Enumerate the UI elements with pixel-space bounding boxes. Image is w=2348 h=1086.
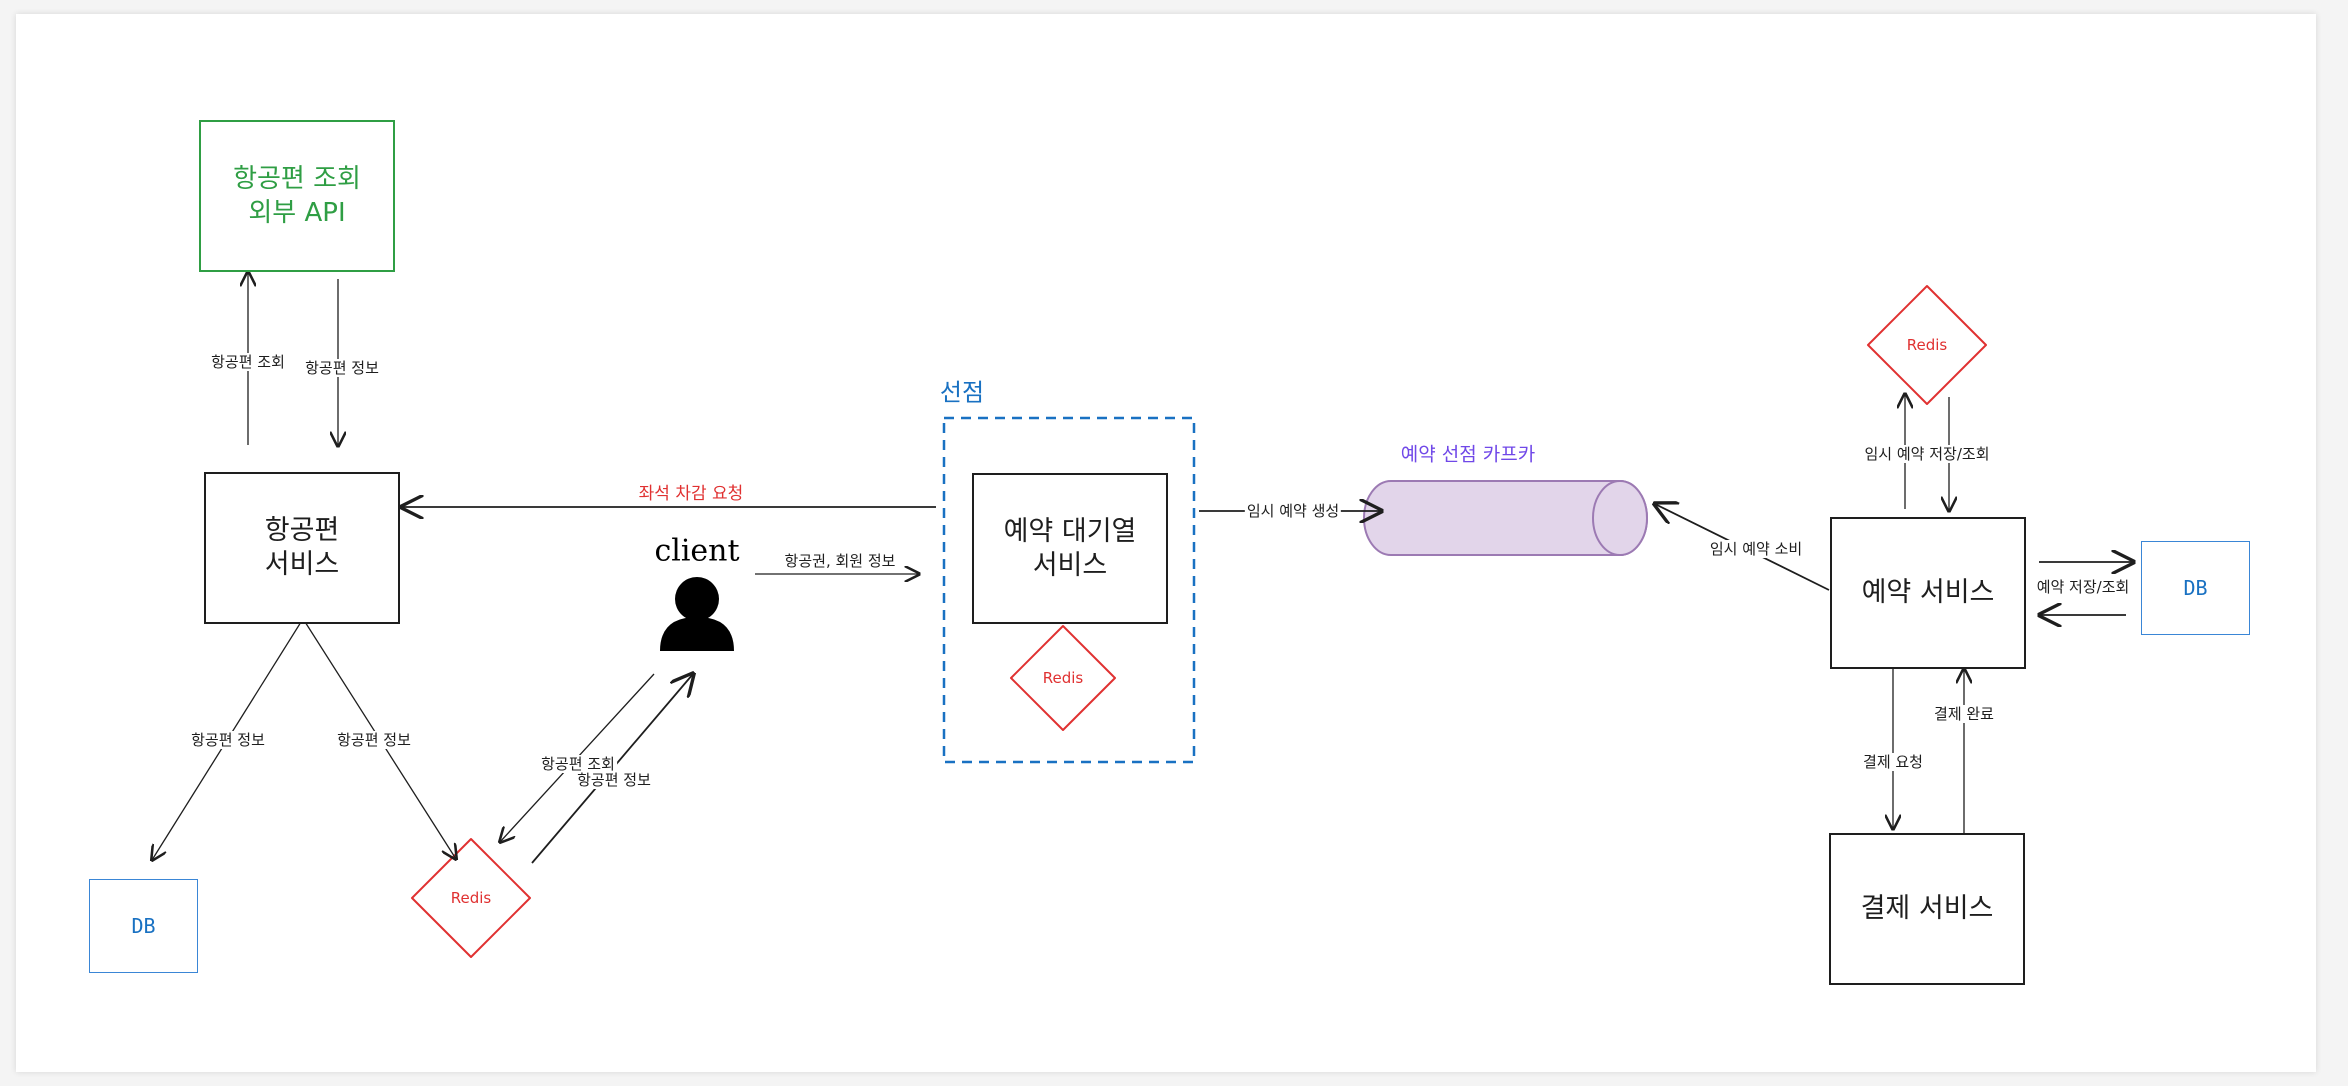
edge-label-pay-request: 결제 요청 [1861, 753, 1925, 771]
redis-right-label: Redis [1906, 336, 1948, 354]
redis-left-label: Redis [450, 889, 492, 907]
queue-group-border [942, 416, 1196, 764]
edge-label-pay-done: 결제 완료 [1932, 705, 1996, 723]
redis-left-diamond [411, 838, 531, 958]
db-left-box: DB [89, 879, 198, 973]
edge-label-flight-info-down: 항공편 정보 [303, 359, 381, 377]
queue-service-box: 예약 대기열 서비스 [972, 473, 1168, 624]
edge-label-temp-store: 임시 예약 저장/조회 [1862, 445, 1992, 463]
edge-label-seat-deduct: 좌석 차감 요청 [636, 484, 746, 504]
edge-label-flight-lookup: 항공편 조회 [209, 353, 287, 371]
redis-right-diamond [1867, 285, 1987, 405]
client-label: client [654, 533, 740, 569]
edge-label-res-store: 예약 저장/조회 [2034, 578, 2132, 596]
redis-queue-label: Redis [1042, 669, 1084, 687]
edge-label-temp-create: 임시 예약 생성 [1244, 502, 1342, 520]
diagram-canvas: 항공편 조회 외부 API 항공편 서비스 예약 대기열 서비스 예약 서비스 … [16, 14, 2316, 1072]
payment-service-box: 결제 서비스 [1829, 833, 2025, 985]
redis-queue-diamond [1010, 625, 1116, 731]
flight-service-box: 항공편 서비스 [204, 472, 400, 624]
kafka-title: 예약 선점 카프카 [1400, 443, 1536, 466]
db-right-box: DB [2141, 541, 2250, 635]
edge-label-redis-to-client: 항공편 정보 [575, 771, 653, 789]
connector-layer [16, 14, 2316, 958]
external-api-box: 항공편 조회 외부 API [199, 120, 395, 272]
edge-label-to-redis-left: 항공편 정보 [335, 731, 413, 749]
kafka-cylinder [1363, 480, 1648, 556]
reservation-service-box: 예약 서비스 [1830, 517, 2026, 669]
edge-label-ticket-member: 항공권, 회원 정보 [782, 552, 898, 570]
person-icon [660, 577, 734, 651]
edge-label-client-lookup: 항공편 조회 [539, 755, 617, 773]
queue-group-title: 선점 [939, 378, 985, 407]
edge-label-temp-consume: 임시 예약 소비 [1707, 540, 1805, 558]
edge-label-to-db-left: 항공편 정보 [189, 731, 267, 749]
